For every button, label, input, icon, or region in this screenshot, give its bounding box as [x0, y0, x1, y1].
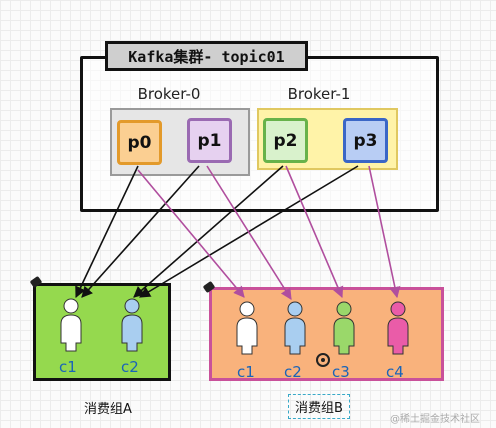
arrow-p1-to-b-c2: [206, 165, 292, 300]
partition-p1: p1: [187, 118, 232, 163]
consumer-b-c3-label: c3: [332, 363, 350, 381]
consumer-group-b-label: 消费组B: [288, 394, 350, 419]
person-icon: [236, 301, 258, 355]
consumer-group-a-box: [33, 283, 171, 381]
consumer-b-c1-label: c1: [237, 363, 255, 381]
person-icon: [387, 301, 409, 355]
consumer-a-c2-label: c2: [121, 358, 139, 376]
consumer-a-c1-label: c1: [59, 358, 77, 376]
arrow-p3-to-b-c4: [368, 165, 401, 299]
arrow-p0-to-b-c1: [137, 169, 245, 298]
watermark: @稀土掘金技术社区: [390, 414, 480, 425]
person-icon: [284, 301, 306, 355]
partition-p2: p2: [263, 118, 308, 163]
person-icon: [60, 298, 82, 352]
cursor-icon: [316, 353, 330, 367]
arrow-p2-to-b-c3: [285, 165, 344, 299]
arrow-p0-to-a-c1: [75, 165, 139, 299]
partition-p3: p3: [343, 118, 388, 163]
cluster-title: Kafka集群- topic01: [105, 41, 308, 71]
arrow-p1-to-a-c1: [81, 165, 200, 298]
partition-p0: p0: [117, 120, 162, 165]
person-icon: [121, 298, 143, 352]
consumer-b-c2-label: c2: [284, 363, 302, 381]
consumer-b-c4-label: c4: [386, 363, 404, 381]
consumer-group-a-label: 消费组A: [84, 402, 132, 417]
broker-0-label: Broker-0: [137, 85, 201, 103]
arrow-p2-to-a-c2: [133, 165, 284, 298]
person-icon: [333, 301, 355, 355]
broker-1-label: Broker-1: [287, 85, 351, 103]
